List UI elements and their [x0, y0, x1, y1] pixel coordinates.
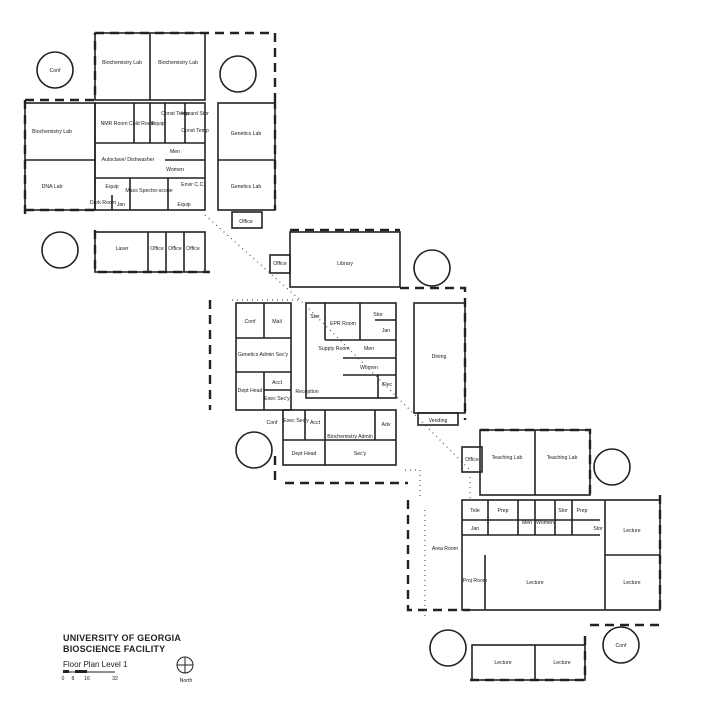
room-label: Lecture	[553, 660, 570, 666]
interior-walls	[24, 32, 661, 681]
room-label: Stor	[373, 312, 383, 318]
room-label: Tele	[470, 508, 480, 514]
room-label: DNA Lab	[42, 184, 63, 190]
room-label: Library	[337, 261, 353, 267]
room-label: Jan	[471, 526, 479, 532]
room-label: Acct	[310, 420, 321, 426]
room-label: Jan	[382, 328, 390, 334]
room-label: Women	[166, 167, 184, 173]
room-label: Area Room	[432, 546, 458, 552]
room-label: Genetics Lab	[231, 184, 262, 190]
exterior-walls	[23, 31, 662, 682]
scale-tick: 0	[62, 676, 65, 682]
room-label: Exec Sec'y	[264, 396, 290, 402]
room-label: Men	[522, 520, 532, 526]
room-label: Proj Room	[463, 578, 488, 584]
stair-icon	[41, 231, 79, 269]
room-label: Biochemistry Lab	[102, 60, 142, 66]
room-label: Jan	[117, 202, 125, 208]
room-label: EPR Room	[330, 321, 356, 327]
room-label: Office	[273, 261, 287, 267]
room-label: Women	[360, 365, 378, 371]
room-label: Vending	[429, 418, 448, 424]
room-label: Dept Head	[292, 451, 317, 457]
stair-icon	[413, 249, 451, 287]
plan-subtitle: Floor Plan Level 1	[63, 660, 128, 669]
room-label: Biochemistry Admin	[327, 434, 373, 440]
room-label: Conf	[616, 643, 628, 649]
room-label: Office	[150, 246, 164, 252]
stair-icon	[593, 448, 631, 486]
scale-tick: 16	[84, 676, 90, 682]
room-label: Men	[364, 346, 374, 352]
room-label: Lecture	[623, 580, 640, 586]
room-label: Equip	[105, 184, 118, 190]
room-label: Supply Room	[318, 346, 349, 352]
room-label: Envir C.C.	[181, 182, 205, 188]
corridors	[204, 214, 471, 620]
room-label: Exec Sec'y	[283, 418, 309, 424]
room-label: Cold Room	[129, 121, 155, 127]
room-label: Acct	[272, 380, 283, 386]
room-label: Hazard Stor	[181, 111, 209, 117]
stair-icon	[602, 626, 640, 664]
room-label: Biochemistry Lab	[32, 129, 72, 135]
room-label: NMR Room	[100, 121, 127, 127]
north-label: North	[180, 678, 193, 684]
room-label: Equip	[151, 121, 164, 127]
room-label: Reception	[295, 389, 318, 395]
room-label: Mail	[272, 319, 282, 325]
room-label: Autoclave/ Dishwasher	[102, 157, 155, 163]
room-label: Conf	[245, 319, 257, 325]
room-label: Stor	[593, 526, 603, 532]
stair-icon	[36, 51, 74, 89]
room-label: Prep	[498, 508, 509, 514]
scale-tick: 32	[112, 676, 118, 682]
room-label: Adv	[382, 422, 391, 428]
title-line-1: UNIVERSITY OF GEORGIA	[63, 633, 182, 643]
stair-circles	[36, 51, 640, 667]
room-label: Teaching Lab	[547, 455, 578, 461]
room-label: Const Temp	[161, 111, 189, 117]
stair-icon	[429, 629, 467, 667]
room-label: Teaching Lab	[492, 455, 523, 461]
room-labels: Biochemistry Lab Biochemistry Lab Bioche…	[32, 60, 641, 666]
room-label: Office	[168, 246, 182, 252]
title-line-2: BIOSCIENCE FACILITY	[63, 644, 166, 654]
room-label: Equip	[177, 202, 190, 208]
room-label: Dining	[432, 354, 447, 360]
room-label: Men	[170, 149, 180, 155]
room-label: Office	[186, 246, 200, 252]
room-label: Dark Room	[90, 200, 116, 206]
room-label: Conf	[50, 68, 62, 74]
room-label: Genetics Lab	[231, 131, 262, 137]
room-label: Lecture	[494, 660, 511, 666]
north-arrow: North	[176, 656, 194, 684]
room-label: Office	[239, 219, 253, 225]
room-label: Const Temp	[181, 128, 209, 134]
room-label: Biochemistry Lab	[158, 60, 198, 66]
room-label: Office	[465, 457, 479, 463]
stair-icon	[219, 55, 257, 93]
room-label: Laser	[116, 246, 129, 252]
room-label: Lecture	[623, 528, 640, 534]
room-label: Mass Spectro-scope	[125, 188, 172, 194]
room-label: Genetics Admin Sec'y	[238, 352, 289, 358]
room-label: Lecture	[526, 580, 543, 586]
room-label: Dept Head	[238, 388, 263, 394]
stair-icon	[235, 431, 273, 469]
room-label: Women	[536, 520, 554, 526]
room-label: Stor	[558, 508, 568, 514]
room-label: Conf	[267, 420, 279, 426]
scale-tick: 8	[72, 676, 75, 682]
room-label: Elec	[382, 382, 392, 388]
room-label: Stor	[310, 314, 320, 320]
scale-bar: 0 8 16 32	[62, 670, 118, 682]
room-label: Prep	[577, 508, 588, 514]
room-label: Sec'y	[354, 451, 367, 457]
